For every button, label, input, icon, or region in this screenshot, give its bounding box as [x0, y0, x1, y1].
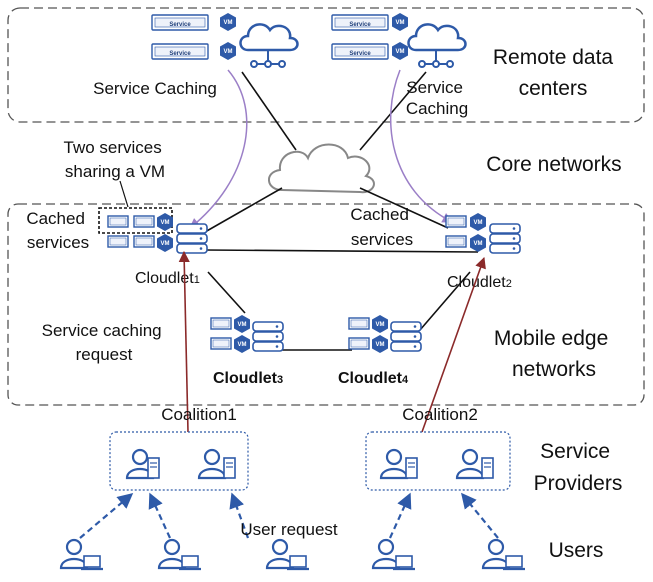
cloudlet-3-label: Cloudlet3	[213, 370, 283, 387]
provider-icon	[125, 448, 160, 480]
svg-text:Service: Service	[349, 22, 371, 28]
provider-icon	[455, 448, 494, 480]
caching-arrow-left	[189, 69, 248, 229]
cached-services-left-label: Cached services	[26, 209, 89, 252]
svg-text:VM: VM	[474, 241, 483, 247]
pointer-line	[119, 180, 129, 208]
user-icon	[265, 538, 311, 571]
cloud-gear-icon-left	[239, 23, 299, 69]
svg-text:VM: VM	[376, 322, 385, 328]
cloudlet-2-label: Cloudlet2	[447, 274, 512, 291]
svg-text:VM: VM	[376, 342, 385, 348]
service-caching-request-label: Service caching request	[42, 321, 167, 364]
network-links	[204, 71, 479, 351]
cloudlet-1-label: Cloudlet1	[135, 270, 200, 287]
user-icon	[371, 538, 417, 571]
two-services-label: Two services sharing a VM	[64, 138, 167, 181]
remote-datacenters-label: Remote data	[493, 46, 614, 69]
mobile-edge-label: Mobile edge networks	[494, 327, 614, 381]
user-icon	[59, 538, 105, 571]
svg-text:Service: Service	[349, 51, 371, 57]
cloudlet-2: VM VM	[445, 213, 521, 254]
cloud-gear-icon-right	[407, 23, 467, 69]
coalition-2-box	[365, 431, 511, 491]
provider-icon	[197, 448, 236, 480]
coalition-2-label: Coalition2	[402, 405, 478, 424]
core-networks-label: Core networks	[486, 153, 621, 176]
user-request-label: User request	[240, 520, 338, 539]
svg-text:VM: VM	[161, 241, 170, 247]
svg-text:Service: Service	[169, 51, 191, 57]
cloudlet-4: VM VM	[348, 315, 422, 353]
svg-text:VM: VM	[224, 49, 233, 55]
svg-text:VM: VM	[474, 220, 483, 226]
remote-services-right: Service Service VM VM	[331, 13, 408, 60]
caching-arrow-right	[389, 69, 453, 223]
svg-text:VM: VM	[161, 220, 170, 226]
service-caching-right-label: Service Caching	[406, 78, 468, 118]
svg-text:Service: Service	[169, 22, 191, 28]
svg-text:VM: VM	[224, 20, 233, 26]
user-icon	[481, 538, 527, 571]
core-cloud-icon	[268, 143, 375, 194]
remote-services-left: Service Service VM VM	[151, 13, 236, 60]
cloudlet-4-label: Cloudlet4	[338, 370, 409, 387]
cloudlet-3: VM VM	[210, 315, 284, 353]
user-icon	[157, 538, 203, 571]
cloudlet-1: VM VM	[107, 213, 208, 254]
cached-services-center-label: Cached services	[350, 205, 413, 249]
svg-text:VM: VM	[238, 342, 247, 348]
coalition-1-box	[109, 431, 249, 491]
remote-datacenters-label-2: centers	[519, 77, 588, 100]
mobile-edge-region	[7, 203, 645, 406]
users-label: Users	[549, 539, 604, 562]
remote-datacenter-region	[7, 7, 645, 123]
service-providers-label: Service Providers	[534, 440, 623, 495]
coalition-1-label: Coalition1	[161, 405, 237, 424]
svg-text:VM: VM	[238, 322, 247, 328]
svg-text:VM: VM	[396, 49, 405, 55]
user-request-arrows	[79, 492, 499, 539]
request-arrow-coalition1	[178, 250, 190, 433]
service-caching-left-label: Service Caching	[93, 79, 217, 98]
provider-icon	[379, 448, 418, 480]
svg-text:VM: VM	[396, 20, 405, 26]
request-arrow-coalition2	[421, 256, 486, 433]
